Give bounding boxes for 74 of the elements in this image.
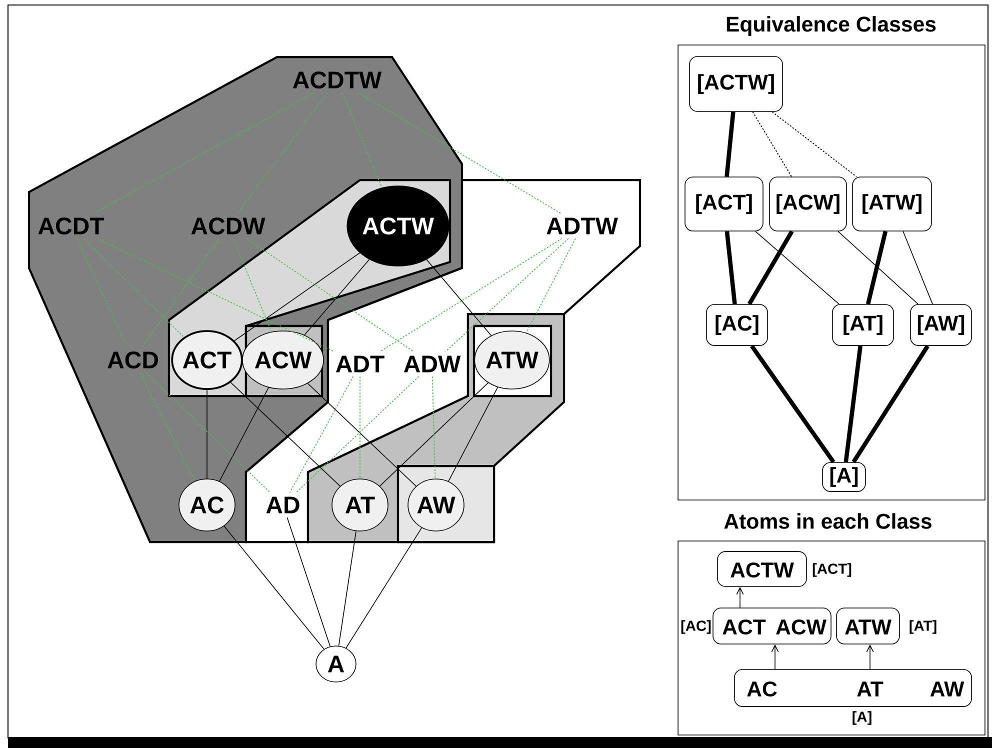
connector	[358, 92, 562, 214]
itemset-label: AD	[266, 496, 300, 514]
itemset-label: ACD	[108, 352, 158, 368]
itemset-label: ADW	[404, 356, 461, 372]
class-box: [AC]	[706, 304, 768, 346]
connector	[304, 259, 370, 336]
connector	[432, 376, 436, 480]
atom-box: ATW	[836, 608, 900, 644]
itemset-label: ACDT	[38, 218, 104, 234]
connector	[724, 112, 736, 177]
node-label: AC	[747, 681, 777, 697]
arrow	[736, 586, 744, 608]
connector	[755, 231, 840, 304]
connector	[224, 526, 324, 650]
class-label: [A]	[852, 711, 872, 725]
connector	[94, 92, 314, 214]
connector	[234, 252, 360, 342]
connector	[426, 259, 492, 336]
connector	[844, 346, 863, 462]
connector	[772, 111, 857, 178]
arrow	[866, 644, 874, 670]
connector	[747, 230, 794, 306]
connector	[838, 231, 918, 304]
itemset-label: ACDW	[191, 218, 266, 234]
connector	[526, 238, 576, 334]
node-label: AT	[857, 682, 884, 696]
connector	[97, 238, 334, 352]
itemset-label: ACDTW	[292, 72, 382, 88]
class-box: [ATW]	[852, 176, 932, 232]
connector	[230, 382, 341, 487]
class-label: [ACT]	[812, 563, 852, 577]
class-box: [ACT]	[684, 176, 764, 232]
atom-box: AC AT AW	[734, 669, 972, 707]
connector	[232, 238, 272, 332]
connector	[750, 344, 836, 464]
panel-title: Equivalence Classes	[726, 16, 936, 36]
connector	[852, 344, 930, 464]
connector	[83, 238, 184, 338]
atom-box: ACT ACW	[712, 608, 832, 644]
connector	[139, 372, 196, 482]
connector	[206, 390, 208, 479]
node-label: AW	[930, 682, 964, 696]
class-box: [AT]	[832, 304, 894, 346]
connector	[724, 231, 737, 304]
class-box: [AW]	[910, 304, 972, 346]
itemset-label: ADT	[336, 356, 384, 372]
class-label: [AT]	[910, 620, 936, 634]
class-box: [ACTW]	[689, 56, 783, 112]
connector	[866, 230, 888, 305]
connector	[380, 238, 562, 352]
connector	[146, 372, 271, 493]
connector	[219, 387, 269, 482]
connector	[902, 231, 933, 304]
connector	[448, 386, 498, 482]
panel-title: Atoms in each Class	[724, 513, 932, 529]
connector	[237, 92, 328, 214]
connector	[346, 527, 422, 648]
class-box: [A]	[822, 462, 866, 492]
connector	[246, 238, 414, 352]
class-box: [ACW]	[769, 176, 847, 232]
connector	[342, 92, 382, 188]
connector	[142, 238, 220, 348]
connector	[445, 238, 569, 352]
class-label: [AC]	[681, 620, 711, 634]
atom-box: ACTW	[717, 551, 807, 587]
connector	[296, 376, 420, 493]
connector	[286, 517, 331, 647]
connector	[379, 382, 489, 486]
connector	[76, 238, 128, 348]
arrow	[771, 644, 779, 670]
connector	[307, 383, 417, 487]
connector	[289, 376, 354, 493]
connector	[752, 111, 792, 178]
itemset-label: ADTW	[546, 218, 618, 234]
